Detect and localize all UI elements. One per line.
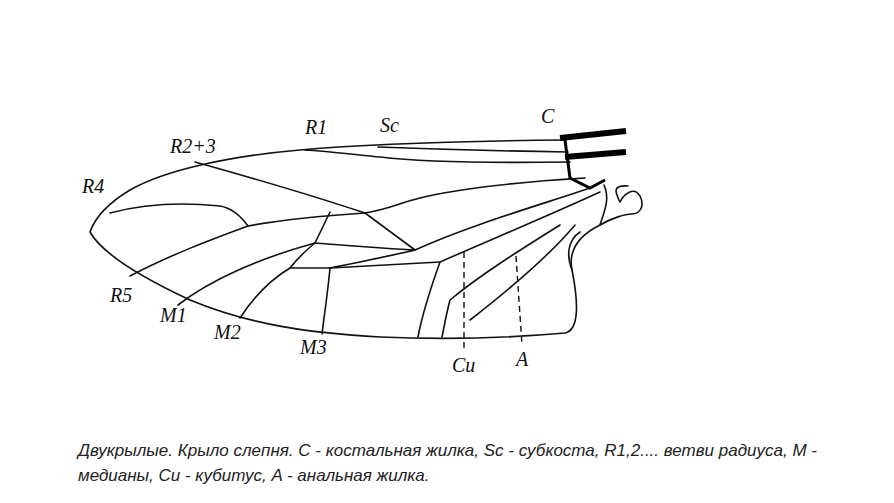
cross-vein [330, 262, 440, 268]
vein-sc [378, 147, 568, 152]
costa-base [565, 152, 626, 157]
vein-m [365, 188, 590, 250]
vein-label: M3 [300, 337, 327, 357]
vein-cu2 [442, 225, 560, 337]
leader-line [516, 256, 522, 345]
vein-r5 [130, 226, 248, 276]
vein-rs [365, 178, 585, 213]
vein-label: M1 [160, 305, 187, 325]
wing-outline [90, 140, 642, 338]
costa-base [560, 131, 626, 138]
vein-label: R5 [110, 285, 132, 305]
vein-label: M2 [214, 322, 241, 342]
vein-label: C [541, 106, 554, 126]
vein-label: R2+3 [170, 136, 216, 156]
vein-r45 [248, 213, 365, 226]
vein-m3 [322, 268, 330, 334]
costa-base [565, 140, 605, 188]
vein-m2 [240, 268, 290, 318]
vein-label: Cu [452, 355, 475, 375]
alula [600, 185, 607, 225]
vein-label: R1 [305, 117, 327, 137]
leader-line [463, 252, 464, 351]
vein-r4 [110, 204, 248, 226]
vein-label: Sc [380, 115, 399, 135]
vein-r1 [305, 150, 570, 162]
vein-label: R4 [82, 176, 104, 196]
vein-label: A [516, 349, 528, 369]
figure-caption: Двукрылые. Крыло слепня. C - костальная … [78, 438, 848, 488]
cross-vein [315, 212, 330, 243]
vein-cu [418, 192, 600, 337]
vein-a [470, 225, 575, 320]
alula [569, 232, 580, 270]
vein-m1 [178, 243, 315, 305]
